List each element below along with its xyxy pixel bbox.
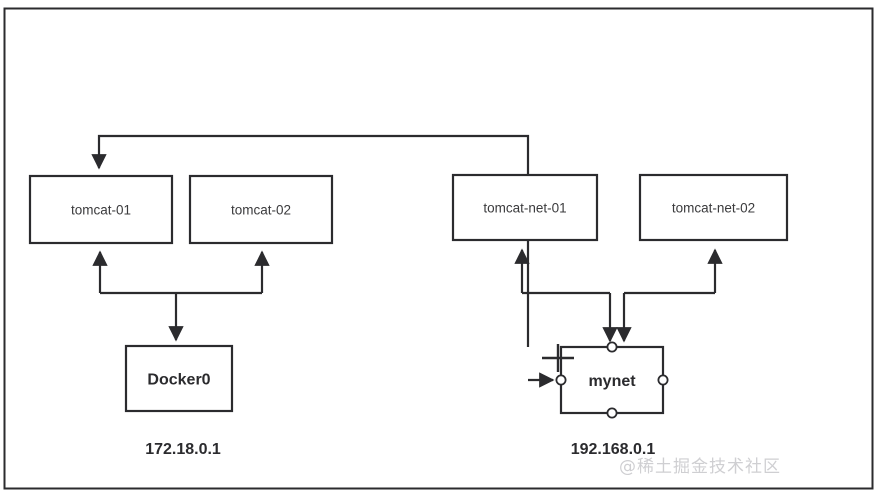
ip-labels-layer: 172.18.0.1 192.168.0.1: [145, 441, 655, 458]
node-mynet[interactable]: mynet: [559, 345, 665, 415]
node-label-tomcat-net-02: tomcat-net-02: [672, 201, 755, 216]
node-tomcat-net-02[interactable]: tomcat-net-02: [638, 173, 789, 242]
mynet-handle-top[interactable]: [606, 341, 618, 353]
node-tomcat-02[interactable]: tomcat-02: [188, 174, 334, 245]
node-label-docker0: Docker0: [147, 372, 210, 389]
connectors-layer: [91, 134, 723, 388]
node-box-tomcat-02[interactable]: [188, 174, 334, 245]
node-label-tomcat-net-01: tomcat-net-01: [483, 201, 566, 216]
node-label-mynet: mynet: [588, 373, 636, 390]
connector-mynet-to-tomcat-01-long[interactable]: [91, 134, 530, 347]
node-label-tomcat-01: tomcat-01: [71, 203, 131, 218]
node-docker0[interactable]: Docker0: [124, 344, 234, 413]
node-box-docker0[interactable]: [124, 344, 234, 413]
node-box-tomcat-01[interactable]: [28, 174, 174, 245]
canvas-frame: [3, 7, 874, 490]
crosshair-cursor: [542, 344, 574, 372]
node-label-tomcat-02: tomcat-02: [231, 203, 291, 218]
nodes-layer: tomcat-01 tomcat-02 tomcat-net-01 tomcat-ne…: [28, 173, 789, 415]
node-tomcat-01[interactable]: tomcat-01: [28, 174, 174, 245]
mynet-handle-right[interactable]: [657, 374, 669, 386]
watermark: @稀土掘金技术社区: [619, 457, 781, 477]
node-box-tomcat-net-01[interactable]: [451, 173, 599, 242]
ip-label-mynet-ip: 192.168.0.1: [571, 441, 656, 458]
mynet-handles[interactable]: [555, 341, 669, 419]
mynet-handle-left[interactable]: [555, 374, 567, 386]
node-tomcat-net-01[interactable]: tomcat-net-01: [451, 173, 599, 242]
mynet-handle-bottom[interactable]: [606, 407, 618, 419]
node-box-tomcat-net-02[interactable]: [638, 173, 789, 242]
ip-label-docker0-ip: 172.18.0.1: [145, 441, 221, 458]
